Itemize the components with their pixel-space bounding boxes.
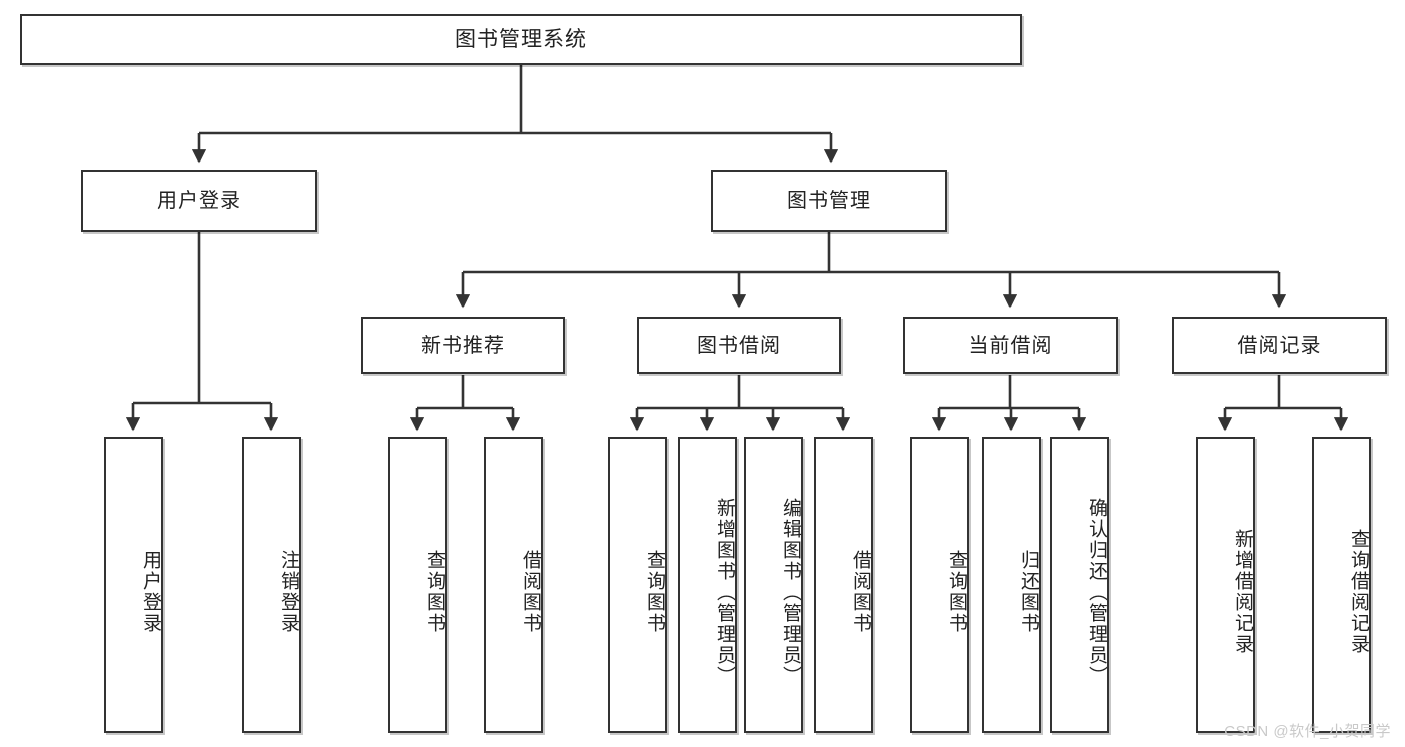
node-leaf-query-book-3-label: 查询图书 bbox=[946, 550, 967, 634]
node-leaf-add-book[interactable]: 新增图书（管理员） bbox=[678, 437, 737, 733]
node-current-borrow[interactable]: 当前借阅 bbox=[903, 317, 1118, 374]
node-leaf-query-record[interactable]: 查询借阅记录 bbox=[1312, 437, 1371, 733]
node-leaf-borrow-book-1-label: 借阅图书 bbox=[520, 550, 541, 634]
node-leaf-user-logout-label: 注销登录 bbox=[278, 550, 299, 634]
node-leaf-return-book-label: 归还图书 bbox=[1018, 550, 1039, 634]
node-leaf-confirm-return-label: 确认归还（管理员） bbox=[1086, 497, 1107, 687]
node-book-borrow-label: 图书借阅 bbox=[697, 334, 781, 357]
node-leaf-query-book-2-label: 查询图书 bbox=[644, 550, 665, 634]
node-user-login[interactable]: 用户登录 bbox=[81, 170, 317, 232]
node-leaf-query-book-3[interactable]: 查询图书 bbox=[910, 437, 969, 733]
node-book-borrow[interactable]: 图书借阅 bbox=[637, 317, 841, 374]
node-leaf-user-login-label: 用户登录 bbox=[140, 550, 161, 634]
node-leaf-add-record-label: 新增借阅记录 bbox=[1232, 529, 1253, 655]
node-user-login-label: 用户登录 bbox=[157, 190, 241, 212]
node-book-manage[interactable]: 图书管理 bbox=[711, 170, 947, 232]
node-leaf-edit-book-label: 编辑图书（管理员） bbox=[780, 497, 801, 687]
node-leaf-confirm-return[interactable]: 确认归还（管理员） bbox=[1050, 437, 1109, 733]
node-new-book-rec[interactable]: 新书推荐 bbox=[361, 317, 565, 374]
node-root-label: 图书管理系统 bbox=[455, 27, 587, 51]
node-leaf-query-book-1[interactable]: 查询图书 bbox=[388, 437, 447, 733]
node-leaf-borrow-book-2[interactable]: 借阅图书 bbox=[814, 437, 873, 733]
node-leaf-query-record-label: 查询借阅记录 bbox=[1348, 529, 1369, 655]
node-new-book-rec-label: 新书推荐 bbox=[421, 334, 505, 357]
node-book-manage-label: 图书管理 bbox=[787, 190, 871, 212]
node-leaf-user-login[interactable]: 用户登录 bbox=[104, 437, 163, 733]
node-leaf-user-logout[interactable]: 注销登录 bbox=[242, 437, 301, 733]
node-leaf-query-book-1-label: 查询图书 bbox=[424, 550, 445, 634]
node-borrow-record-label: 借阅记录 bbox=[1237, 334, 1322, 357]
node-root[interactable]: 图书管理系统 bbox=[20, 14, 1022, 65]
csdn-watermark: CSDN @软件_小贺同学 bbox=[1224, 723, 1391, 740]
node-leaf-borrow-book-2-label: 借阅图书 bbox=[850, 550, 871, 634]
node-leaf-edit-book[interactable]: 编辑图书（管理员） bbox=[744, 437, 803, 733]
node-current-borrow-label: 当前借阅 bbox=[968, 334, 1053, 357]
node-leaf-borrow-book-1[interactable]: 借阅图书 bbox=[484, 437, 543, 733]
node-leaf-add-record[interactable]: 新增借阅记录 bbox=[1196, 437, 1255, 733]
node-borrow-record[interactable]: 借阅记录 bbox=[1172, 317, 1387, 374]
node-leaf-add-book-label: 新增图书（管理员） bbox=[714, 497, 735, 687]
node-leaf-return-book[interactable]: 归还图书 bbox=[982, 437, 1041, 733]
node-leaf-query-book-2[interactable]: 查询图书 bbox=[608, 437, 667, 733]
